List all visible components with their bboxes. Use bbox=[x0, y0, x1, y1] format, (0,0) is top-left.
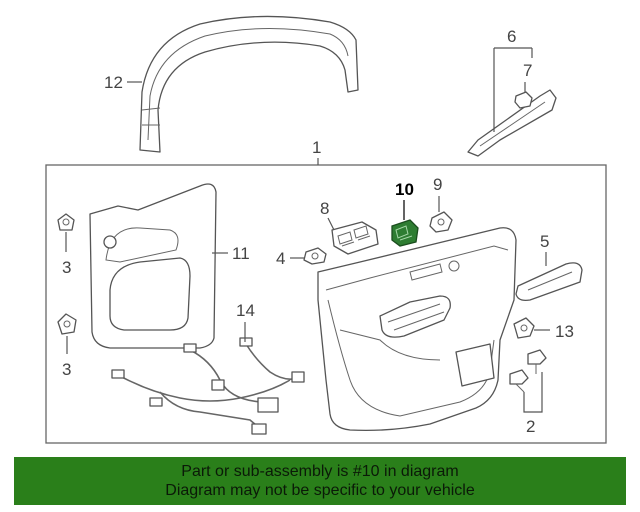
callout-6: 6 bbox=[507, 27, 516, 46]
callout-1: 1 bbox=[312, 138, 321, 157]
callout-14: 14 bbox=[236, 301, 255, 320]
part-7-clip[interactable] bbox=[514, 91, 533, 109]
callout-4: 4 bbox=[276, 249, 285, 268]
part-11-insulator[interactable] bbox=[89, 183, 217, 349]
part-9-clip[interactable] bbox=[429, 211, 453, 233]
callout-13: 13 bbox=[555, 322, 574, 341]
part-13-bracket[interactable] bbox=[513, 317, 535, 339]
callout-7: 7 bbox=[523, 61, 532, 80]
callout-3a: 3 bbox=[62, 258, 71, 277]
door-trim-panel[interactable] bbox=[317, 227, 517, 432]
leader-6-7 bbox=[493, 47, 533, 132]
parts-diagram: 12 6 7 1 11 3 3 bbox=[45, 15, 607, 444]
part-10-switch-highlighted[interactable] bbox=[391, 219, 419, 247]
banner-line-2: Diagram may not be specific to your vehi… bbox=[165, 482, 475, 499]
leader-8 bbox=[327, 217, 335, 231]
banner-line-1: Part or sub-assembly is #10 in diagram bbox=[181, 463, 459, 480]
callout-12: 12 bbox=[104, 73, 123, 92]
part-6-applique[interactable] bbox=[467, 89, 557, 157]
part-12-molding[interactable] bbox=[139, 15, 359, 153]
callout-10: 10 bbox=[395, 180, 414, 199]
part-8-switch[interactable] bbox=[331, 221, 379, 255]
part-4-bezel[interactable] bbox=[303, 247, 327, 265]
part-14-harness[interactable] bbox=[111, 337, 305, 435]
part-3-pin-lower[interactable] bbox=[57, 313, 77, 335]
part-2-screw-upper[interactable] bbox=[527, 349, 547, 374]
leader-2 bbox=[523, 372, 543, 413]
callout-8: 8 bbox=[320, 199, 329, 218]
part-2-screw-lower[interactable] bbox=[509, 369, 529, 393]
callout-11: 11 bbox=[232, 244, 250, 263]
callout-9: 9 bbox=[433, 175, 442, 194]
callout-3b: 3 bbox=[62, 360, 71, 379]
callout-5: 5 bbox=[540, 232, 549, 251]
part-5-handle-cover[interactable] bbox=[515, 262, 583, 302]
callout-2: 2 bbox=[526, 417, 535, 436]
fitment-notice-banner: Part or sub-assembly is #10 in diagram D… bbox=[14, 457, 626, 505]
part-3-pin-upper[interactable] bbox=[57, 213, 75, 231]
assembly-frame bbox=[45, 164, 607, 444]
